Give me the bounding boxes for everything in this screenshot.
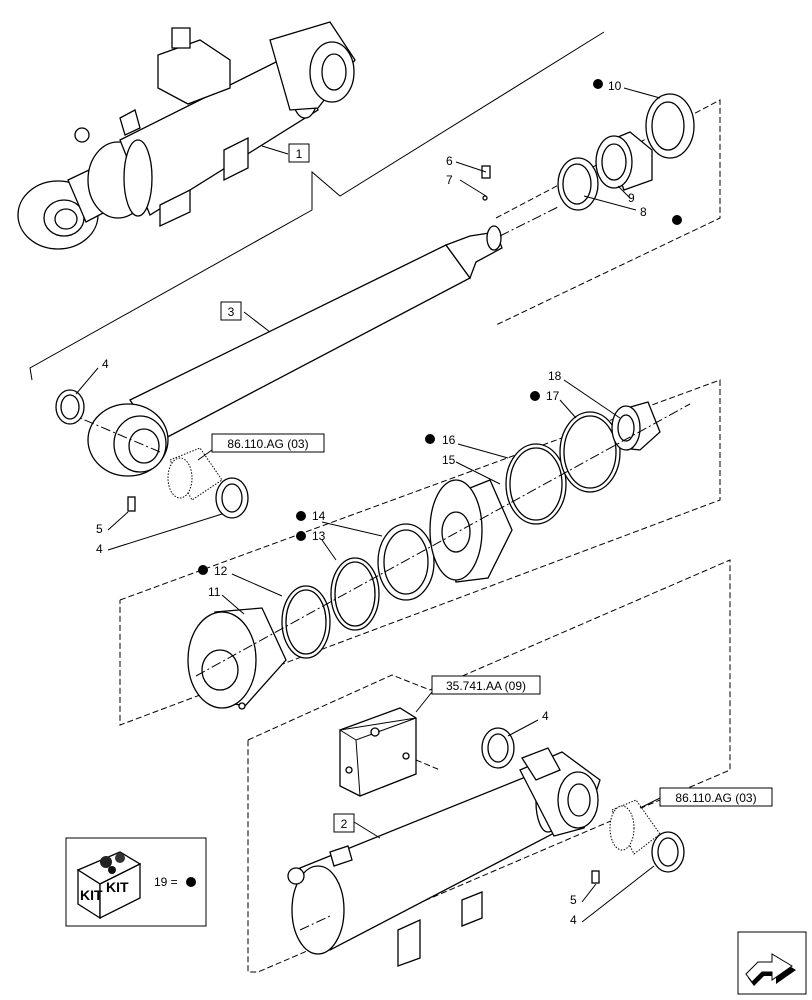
reference-35741-text: 35.741.AA (09): [446, 679, 526, 693]
callout-1-text: 1: [296, 147, 303, 161]
kit-marker-icon-13: [296, 531, 306, 541]
kit-box-icon: KIT KIT: [76, 851, 142, 920]
callout-6[interactable]: 6: [446, 154, 453, 168]
bushing-86110-top[interactable]: [167, 447, 223, 501]
callout-5-bottom[interactable]: 5: [570, 893, 577, 907]
callout-18[interactable]: 18: [548, 369, 562, 383]
nut-item-18[interactable]: [611, 401, 661, 451]
seal-item-4-bottom-top[interactable]: [481, 727, 515, 769]
reference-86110-bottom[interactable]: 86.110.AG (03): [659, 787, 773, 807]
reference-86110-bottom-text: 86.110.AG (03): [675, 791, 756, 805]
kit-marker-icon-14: [296, 511, 306, 521]
callout-2-text: 2: [341, 817, 348, 831]
kit-marker-icon-10: [593, 79, 603, 89]
callout-15[interactable]: 15: [442, 453, 456, 467]
callout-16[interactable]: 16: [442, 433, 456, 447]
kit-legend: KIT KIT 19 =: [65, 837, 207, 927]
callout-12[interactable]: 12: [214, 564, 228, 578]
kit-marker-icon-12: [198, 565, 208, 575]
callout-4-mid-left[interactable]: 4: [96, 542, 103, 556]
seal-ring-item-14[interactable]: [377, 523, 435, 601]
piston-rod-item-3[interactable]: [79, 205, 561, 477]
callout-9[interactable]: 9: [628, 191, 635, 205]
piston-item-11[interactable]: [187, 607, 287, 710]
reference-86110-top[interactable]: 86.110.AG (03): [211, 433, 325, 453]
callout-7[interactable]: 7: [446, 173, 453, 187]
reference-35741[interactable]: 35.741.AA (09): [431, 675, 541, 695]
callout-13[interactable]: 13: [312, 529, 326, 543]
callout-4-bottom-top[interactable]: 4: [542, 709, 549, 723]
grease-nipple-item-5-bottom[interactable]: [591, 870, 600, 884]
callout-8[interactable]: 8: [640, 205, 647, 219]
barrel-item-2[interactable]: [287, 747, 601, 967]
seal-item-4-bottom-right[interactable]: [651, 831, 685, 873]
callout-1[interactable]: 1: [288, 143, 310, 163]
callout-17[interactable]: 17: [546, 389, 560, 403]
arrow-navigation-icon[interactable]: [737, 931, 807, 995]
cylinder-assembly-item-1[interactable]: [17, 21, 356, 250]
callout-14[interactable]: 14: [312, 509, 326, 523]
seal-item-4-left-bottom[interactable]: [215, 477, 249, 519]
number-callouts: 4 5 4 6 7 8 9 10 11 12 13 14 15 16 17 18…: [96, 79, 647, 927]
kit-label-right: KIT: [106, 879, 129, 895]
kit-marker-icons: [198, 79, 682, 575]
callout-4-bottom-right[interactable]: 4: [570, 913, 577, 927]
grease-nipple-item-5-top[interactable]: [127, 496, 136, 512]
wiper-item-10[interactable]: [645, 93, 695, 159]
seal-item-4-left-top[interactable]: [55, 389, 85, 425]
seal-item-8[interactable]: [557, 157, 599, 211]
kit-legend-text: 19 =: [154, 875, 178, 889]
callout-4-top-left[interactable]: 4: [102, 357, 109, 371]
callout-3[interactable]: 3: [220, 301, 242, 321]
bushing-86110-bottom[interactable]: [609, 799, 661, 855]
o-ring-item-16[interactable]: [505, 443, 567, 525]
o-ring-item-12[interactable]: [281, 585, 331, 659]
kit-label-left: KIT: [80, 887, 103, 903]
backup-ring-item-17[interactable]: [559, 411, 621, 493]
reference-86110-top-text: 86.110.AG (03): [227, 437, 308, 451]
kit-marker-icon-17: [530, 391, 540, 401]
bushing-item-9[interactable]: [595, 131, 653, 191]
piston-seal-item-15[interactable]: [429, 479, 513, 583]
callout-3-text: 3: [228, 305, 235, 319]
leader-lines: [75, 87, 661, 923]
callout-11[interactable]: 11: [208, 585, 221, 599]
kit-marker-icon-16: [425, 434, 435, 444]
kit-marker-icon-8: [672, 215, 682, 225]
callout-2[interactable]: 2: [333, 813, 355, 833]
callout-10[interactable]: 10: [608, 79, 622, 93]
kit-legend-marker-icon: [186, 877, 196, 887]
o-ring-item-13[interactable]: [330, 557, 380, 631]
callout-5-top[interactable]: 5: [96, 522, 103, 536]
valve-block-35741[interactable]: [338, 707, 441, 797]
